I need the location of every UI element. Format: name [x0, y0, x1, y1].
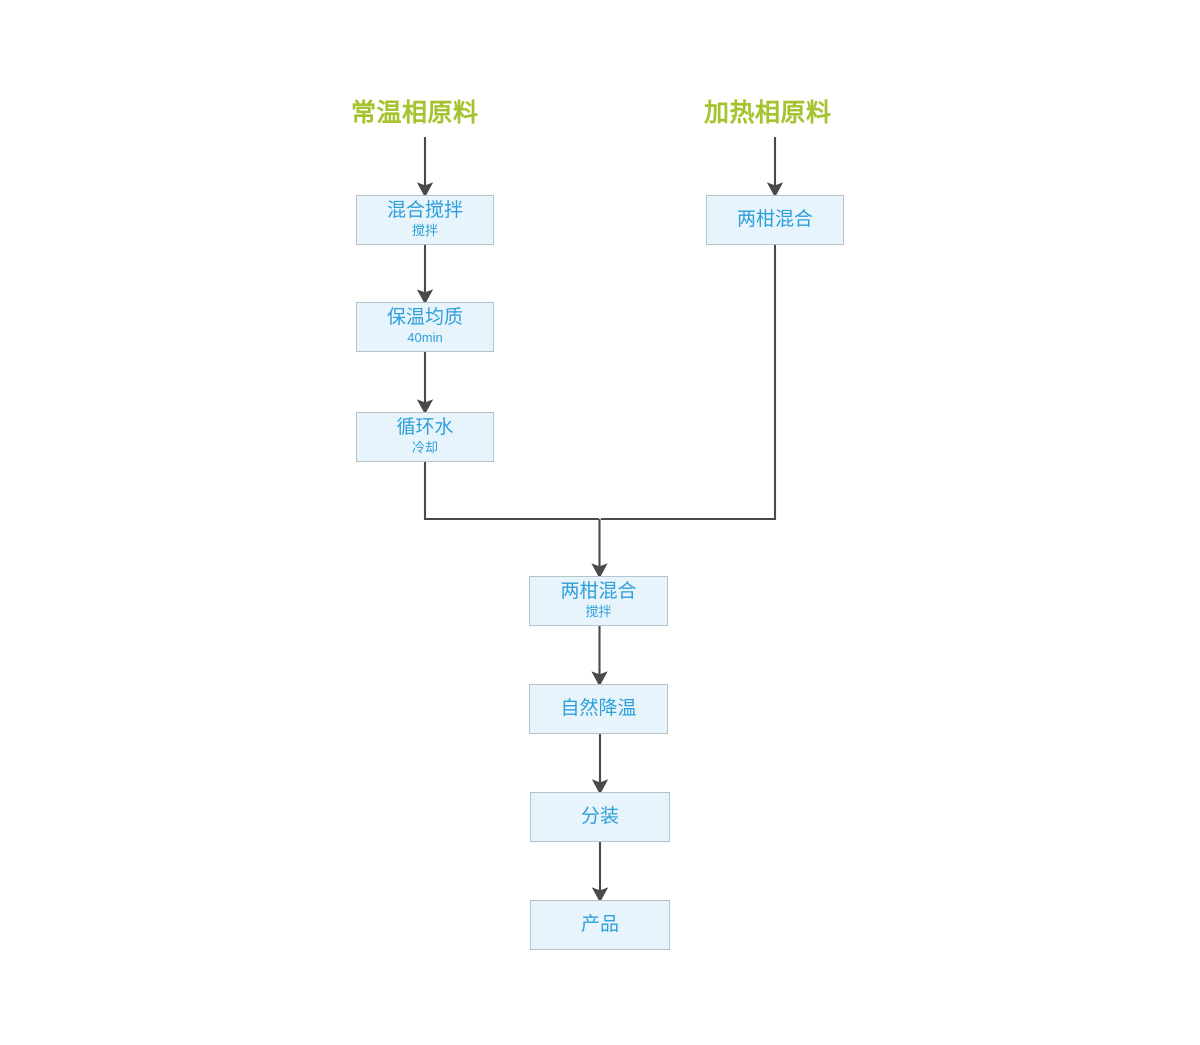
- node-title: 混合搅拌: [386, 200, 463, 222]
- node-subtitle: 冷却: [411, 439, 438, 455]
- node-product[interactable]: 产品: [530, 900, 670, 950]
- node-subtitle: 搅拌: [585, 603, 612, 619]
- node-title: 分装: [580, 806, 619, 828]
- phase-title-heated: 加热相原料: [704, 99, 832, 127]
- node-subtitle: 搅拌: [411, 222, 438, 238]
- node-title: 两柑混合: [736, 209, 813, 231]
- node-title: 产品: [580, 914, 619, 936]
- node-two-gan-mix-final[interactable]: 两柑混合 搅拌: [529, 576, 668, 626]
- node-hold-homogenize[interactable]: 保温均质 40min: [356, 302, 494, 352]
- node-mix-stir[interactable]: 混合搅拌 搅拌: [356, 195, 494, 245]
- phase-title-ambient: 常温相原料: [351, 99, 479, 127]
- node-title: 两柑混合: [560, 581, 637, 603]
- edge-two-gan-heated-to-merge: [601, 245, 777, 521]
- node-two-gan-mix-heated[interactable]: 两柑混合: [706, 195, 844, 245]
- node-packaging[interactable]: 分装: [530, 792, 670, 842]
- node-subtitle: 40min: [407, 329, 443, 345]
- node-title: 保温均质: [386, 307, 463, 329]
- node-natural-cooling[interactable]: 自然降温: [529, 684, 668, 734]
- node-title: 循环水: [396, 417, 454, 439]
- edge-water-to-merge: [423, 462, 599, 521]
- node-title: 自然降温: [560, 698, 637, 720]
- node-circulating-water[interactable]: 循环水 冷却: [356, 412, 494, 462]
